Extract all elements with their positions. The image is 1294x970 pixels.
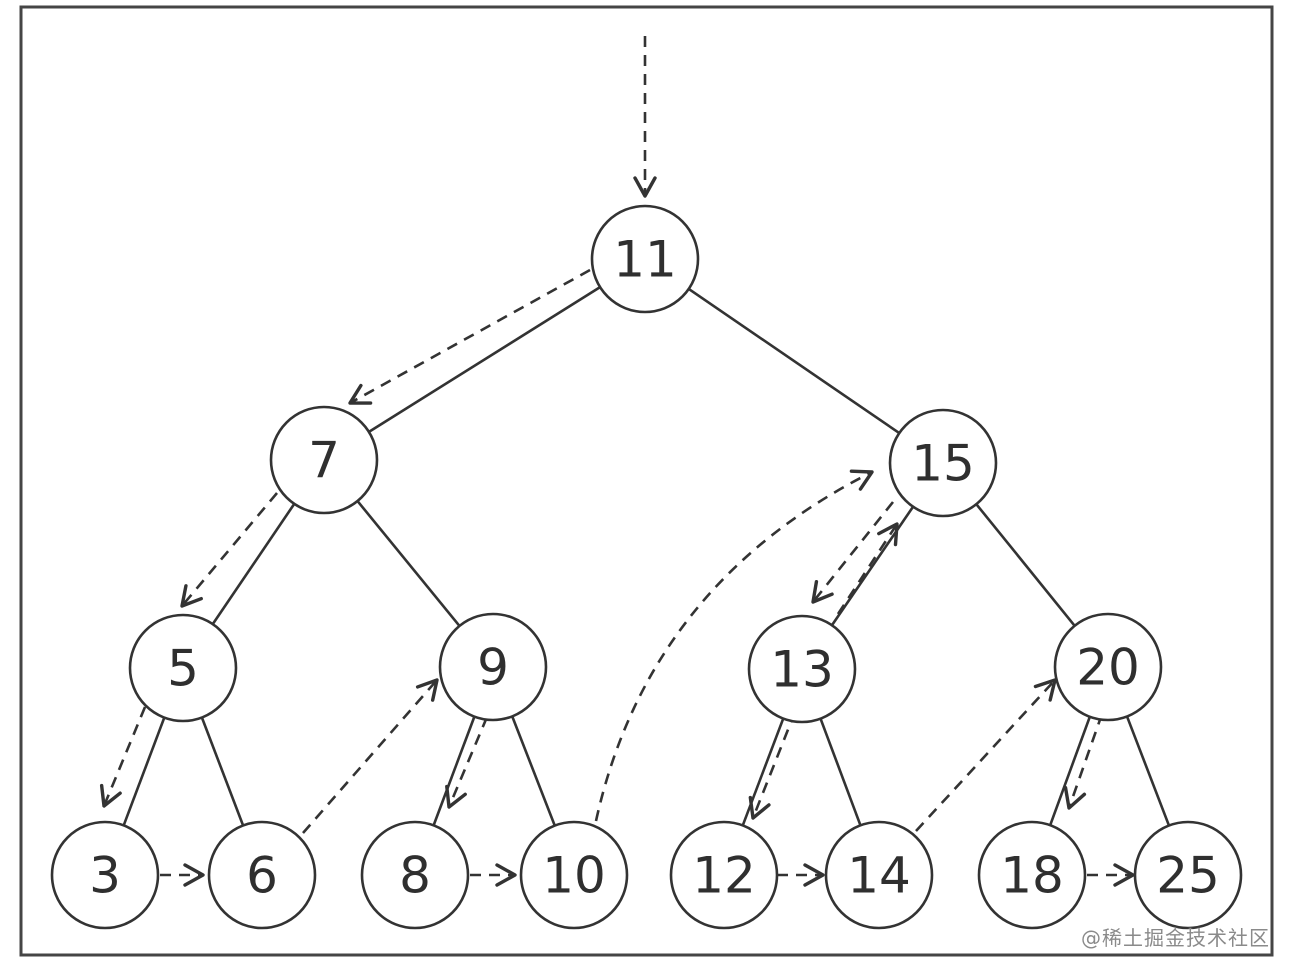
tree-edge-13-14 xyxy=(819,718,862,826)
diagram-frame xyxy=(19,5,1274,957)
tree-edge-9-8 xyxy=(432,716,476,826)
tree-edge-20-25 xyxy=(1125,716,1171,826)
tree-node-11 xyxy=(590,204,700,314)
tree-edge-5-3 xyxy=(122,717,166,826)
tree-node-label-12: 12 xyxy=(692,847,756,905)
tree-node-label-3: 3 xyxy=(89,847,121,905)
tree-edge-20-18 xyxy=(1048,716,1092,826)
traversal-arrow-13-to-12 xyxy=(748,711,797,820)
tree-node-15 xyxy=(888,408,998,518)
tree-node-13 xyxy=(747,614,857,724)
tree-edge-7-9 xyxy=(356,500,461,627)
tree-node-label-6: 6 xyxy=(246,847,278,905)
tree-node-label-15: 15 xyxy=(911,435,975,493)
tree-node-3 xyxy=(50,820,160,930)
traversal-arrow-20-to-18 xyxy=(1063,713,1104,810)
tree-edge-5-6 xyxy=(200,717,245,826)
tree-node-label-18: 18 xyxy=(1000,847,1064,905)
watermark: @稀土掘金技术社区 xyxy=(1081,926,1270,950)
tree-node-20 xyxy=(1053,612,1163,722)
tree-node-6 xyxy=(207,820,317,930)
tree-node-label-8: 8 xyxy=(399,847,431,905)
tree-node-8 xyxy=(360,820,470,930)
tree-node-label-10: 10 xyxy=(542,847,606,905)
tree-node-7 xyxy=(269,405,379,515)
tree-node-18 xyxy=(977,820,1087,930)
traversal-arrow-15-to-13 xyxy=(811,501,895,604)
tree-node-12 xyxy=(669,820,779,930)
tree-edge-15-13 xyxy=(830,506,915,626)
traversal-arrow-11-to-7 xyxy=(348,268,591,405)
tree-edge-9-10 xyxy=(511,715,556,827)
traversal-arrow-6-to-9 xyxy=(302,678,439,834)
traversal-arrow-9-to-8 xyxy=(445,716,489,809)
tree-node-5 xyxy=(128,613,238,723)
tree-node-14 xyxy=(824,820,934,930)
traversal-arrow-10-to-15 xyxy=(594,469,874,822)
tree-node-label-11: 11 xyxy=(613,231,677,289)
tree-node-label-13: 13 xyxy=(770,641,834,699)
traversal-arrow-7-to-5 xyxy=(180,492,278,608)
tree-edge-15-20 xyxy=(975,503,1076,627)
tree-node-label-14: 14 xyxy=(847,847,911,905)
tree-node-label-20: 20 xyxy=(1076,639,1140,697)
tree-edge-7-5 xyxy=(211,503,296,625)
traversal-arrow-14-to-20 xyxy=(915,678,1057,832)
tree-node-25 xyxy=(1133,820,1243,930)
tree-edge-11-15 xyxy=(687,287,901,435)
tree-node-label-7: 7 xyxy=(308,432,340,490)
tree-node-9 xyxy=(438,612,548,722)
tree-node-label-9: 9 xyxy=(477,639,509,697)
tree-node-label-25: 25 xyxy=(1156,847,1220,905)
tree-node-10 xyxy=(519,820,629,930)
tree-edge-11-7 xyxy=(368,286,601,433)
tree-node-label-5: 5 xyxy=(167,640,199,698)
